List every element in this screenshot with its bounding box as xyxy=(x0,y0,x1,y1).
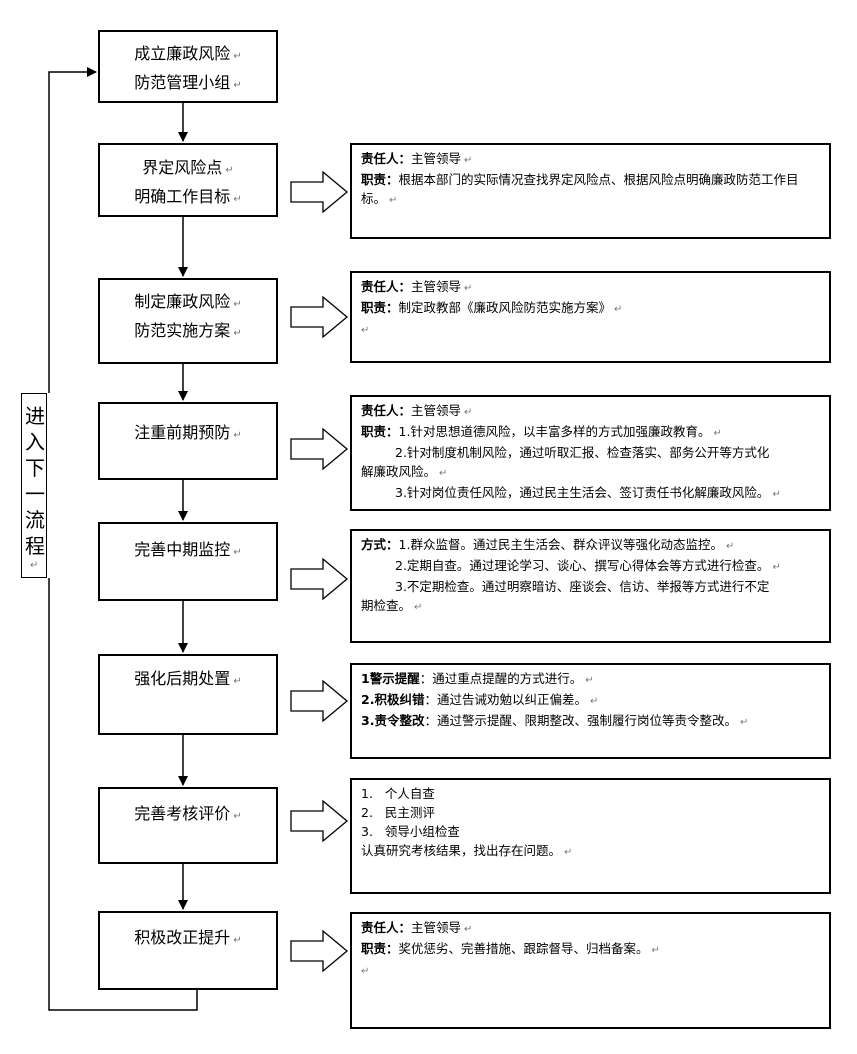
box2-empty-line: ↵ xyxy=(361,325,370,336)
box6-summary: 认真研究考核结果，找出存在问题。↵ xyxy=(361,843,573,858)
info-box-1: 责任人：主管领导↵ 职责：根据本部门的实际情况查找界定风险点、根据风险点明确廉政… xyxy=(350,143,831,239)
box7-empty-line: ↵ xyxy=(361,966,370,977)
step-box-8: 积极改正提升↵ xyxy=(98,911,278,990)
loop-char-1: 进 xyxy=(25,404,45,428)
step-7-label: 完善考核评价↵ xyxy=(134,804,242,823)
block-arrow-4 xyxy=(290,557,349,601)
step-3-line-2: 防范实施方案↵ xyxy=(134,321,242,340)
loop-line xyxy=(48,578,198,1011)
block-arrow-2 xyxy=(290,295,349,339)
step-4-label: 注重前期预防↵ xyxy=(134,423,242,442)
next-process-label-box: 进 入 下 一 流 程 ↵ xyxy=(21,393,47,578)
box5-item-2: 2.积极纠错：通过告诫劝勉以纠正偏差。↵ xyxy=(361,692,599,707)
box7-duty: 职责：奖优惩劣、完善措施、跟踪督导、归档备案。↵ xyxy=(361,941,660,956)
step-box-3: 制定廉政风险↵ 防范实施方案↵ xyxy=(98,278,278,364)
box7-responsible: 责任人：主管领导↵ xyxy=(361,920,473,935)
box3-duty-item-2: 2.针对制度机制风险，通过听取汇报、检查落实、部务公开等方式化 xyxy=(395,445,770,460)
box5-item-1: 1警示提醒：通过重点提醒的方式进行。↵ xyxy=(361,671,594,686)
step-box-5: 完善中期监控↵ xyxy=(98,522,278,601)
block-arrow-1 xyxy=(290,170,349,214)
box3-duty-item-2-cont: 解廉政风险。↵ xyxy=(361,464,448,479)
step-2-line-2: 明确工作目标↵ xyxy=(134,187,242,206)
info-box-6: 1. 个人自查 2. 民主测评 3. 领导小组检查 认真研究考核结果，找出存在问… xyxy=(350,778,831,894)
loop-char-2: 入 xyxy=(25,430,45,454)
info-box-4: 方式：1.群众监督。通过民主生活会、群众评议等强化动态监控。↵ 2.定期自查。通… xyxy=(350,529,831,643)
box5-item-3: 3.责令整改：通过警示提醒、限期整改、强制履行岗位等责令整改。↵ xyxy=(361,713,749,728)
loop-para-mark: ↵ xyxy=(30,560,39,571)
loop-char-3: 下 xyxy=(25,456,45,480)
box4-item-2: 2.定期自查。通过理论学习、谈心、撰写心得体会等方式进行检查。↵ xyxy=(395,558,781,573)
step-box-6: 强化后期处置↵ xyxy=(98,654,278,735)
box2-duty: 职责：制定政教部《廉政风险防范实施方案》↵ xyxy=(361,300,623,315)
step-1-line-1: 成立廉政风险↵ xyxy=(134,44,242,63)
step-box-1: 成立廉政风险↵ 防范管理小组↵ xyxy=(98,30,278,103)
step-8-label: 积极改正提升↵ xyxy=(134,928,242,947)
box3-responsible: 责任人：主管领导↵ xyxy=(361,403,473,418)
loop-line-top xyxy=(48,67,97,393)
info-box-7: 责任人：主管领导↵ 职责：奖优惩劣、完善措施、跟踪督导、归档备案。↵ ↵ xyxy=(350,912,831,1029)
block-arrow-3 xyxy=(290,427,349,471)
box6-item-2: 2. 民主测评 xyxy=(361,805,435,820)
box4-item-1: 方式：1.群众监督。通过民主生活会、群众评议等强化动态监控。↵ xyxy=(361,537,735,552)
step-3-line-1: 制定廉政风险↵ xyxy=(134,292,242,311)
step-box-2: 界定风险点↵ 明确工作目标↵ xyxy=(98,143,278,217)
box6-item-3: 3. 领导小组检查 xyxy=(361,824,460,839)
block-arrow-5 xyxy=(290,679,349,723)
info-box-3: 责任人：主管领导↵ 职责：1.针对思想道德风险，以丰富多样的方式加强廉政教育。↵… xyxy=(350,395,831,511)
step-box-7: 完善考核评价↵ xyxy=(98,787,278,864)
block-arrow-6 xyxy=(290,799,349,843)
box6-item-1: 1. 个人自查 xyxy=(361,786,435,801)
block-arrow-7 xyxy=(290,929,349,973)
info-box-2: 责任人：主管领导↵ 职责：制定政教部《廉政风险防范实施方案》↵ ↵ xyxy=(350,271,831,363)
box3-duty-item-3: 3.针对岗位责任风险，通过民主生活会、签订责任书化解廉政风险。↵ xyxy=(395,485,781,500)
step-1-line-2: 防范管理小组↵ xyxy=(134,73,242,92)
box2-responsible: 责任人：主管领导↵ xyxy=(361,279,473,294)
step-6-label: 强化后期处置↵ xyxy=(134,669,242,688)
box4-item-3: 3.不定期检查。通过明察暗访、座谈会、信访、举报等方式进行不定 xyxy=(395,579,770,594)
loop-char-5: 流 xyxy=(25,508,45,532)
loop-char-4: 一 xyxy=(25,482,45,506)
step-5-label: 完善中期监控↵ xyxy=(134,540,242,559)
box4-item-3-cont: 期检查。↵ xyxy=(361,598,423,613)
loop-char-6: 程 xyxy=(25,534,45,558)
box3-duty-item-1: 职责：1.针对思想道德风险，以丰富多样的方式加强廉政教育。↵ xyxy=(361,424,722,439)
box1-duty: 职责：根据本部门的实际情况查找界定风险点、根据风险点明确廉政防范工作目标。↵ xyxy=(361,172,799,206)
box1-responsible: 责任人：主管领导↵ xyxy=(361,151,473,166)
step-2-line-1: 界定风险点↵ xyxy=(142,158,234,177)
info-box-5: 1警示提醒：通过重点提醒的方式进行。↵ 2.积极纠错：通过告诫劝勉以纠正偏差。↵… xyxy=(350,663,831,759)
step-box-4: 注重前期预防↵ xyxy=(98,402,278,480)
